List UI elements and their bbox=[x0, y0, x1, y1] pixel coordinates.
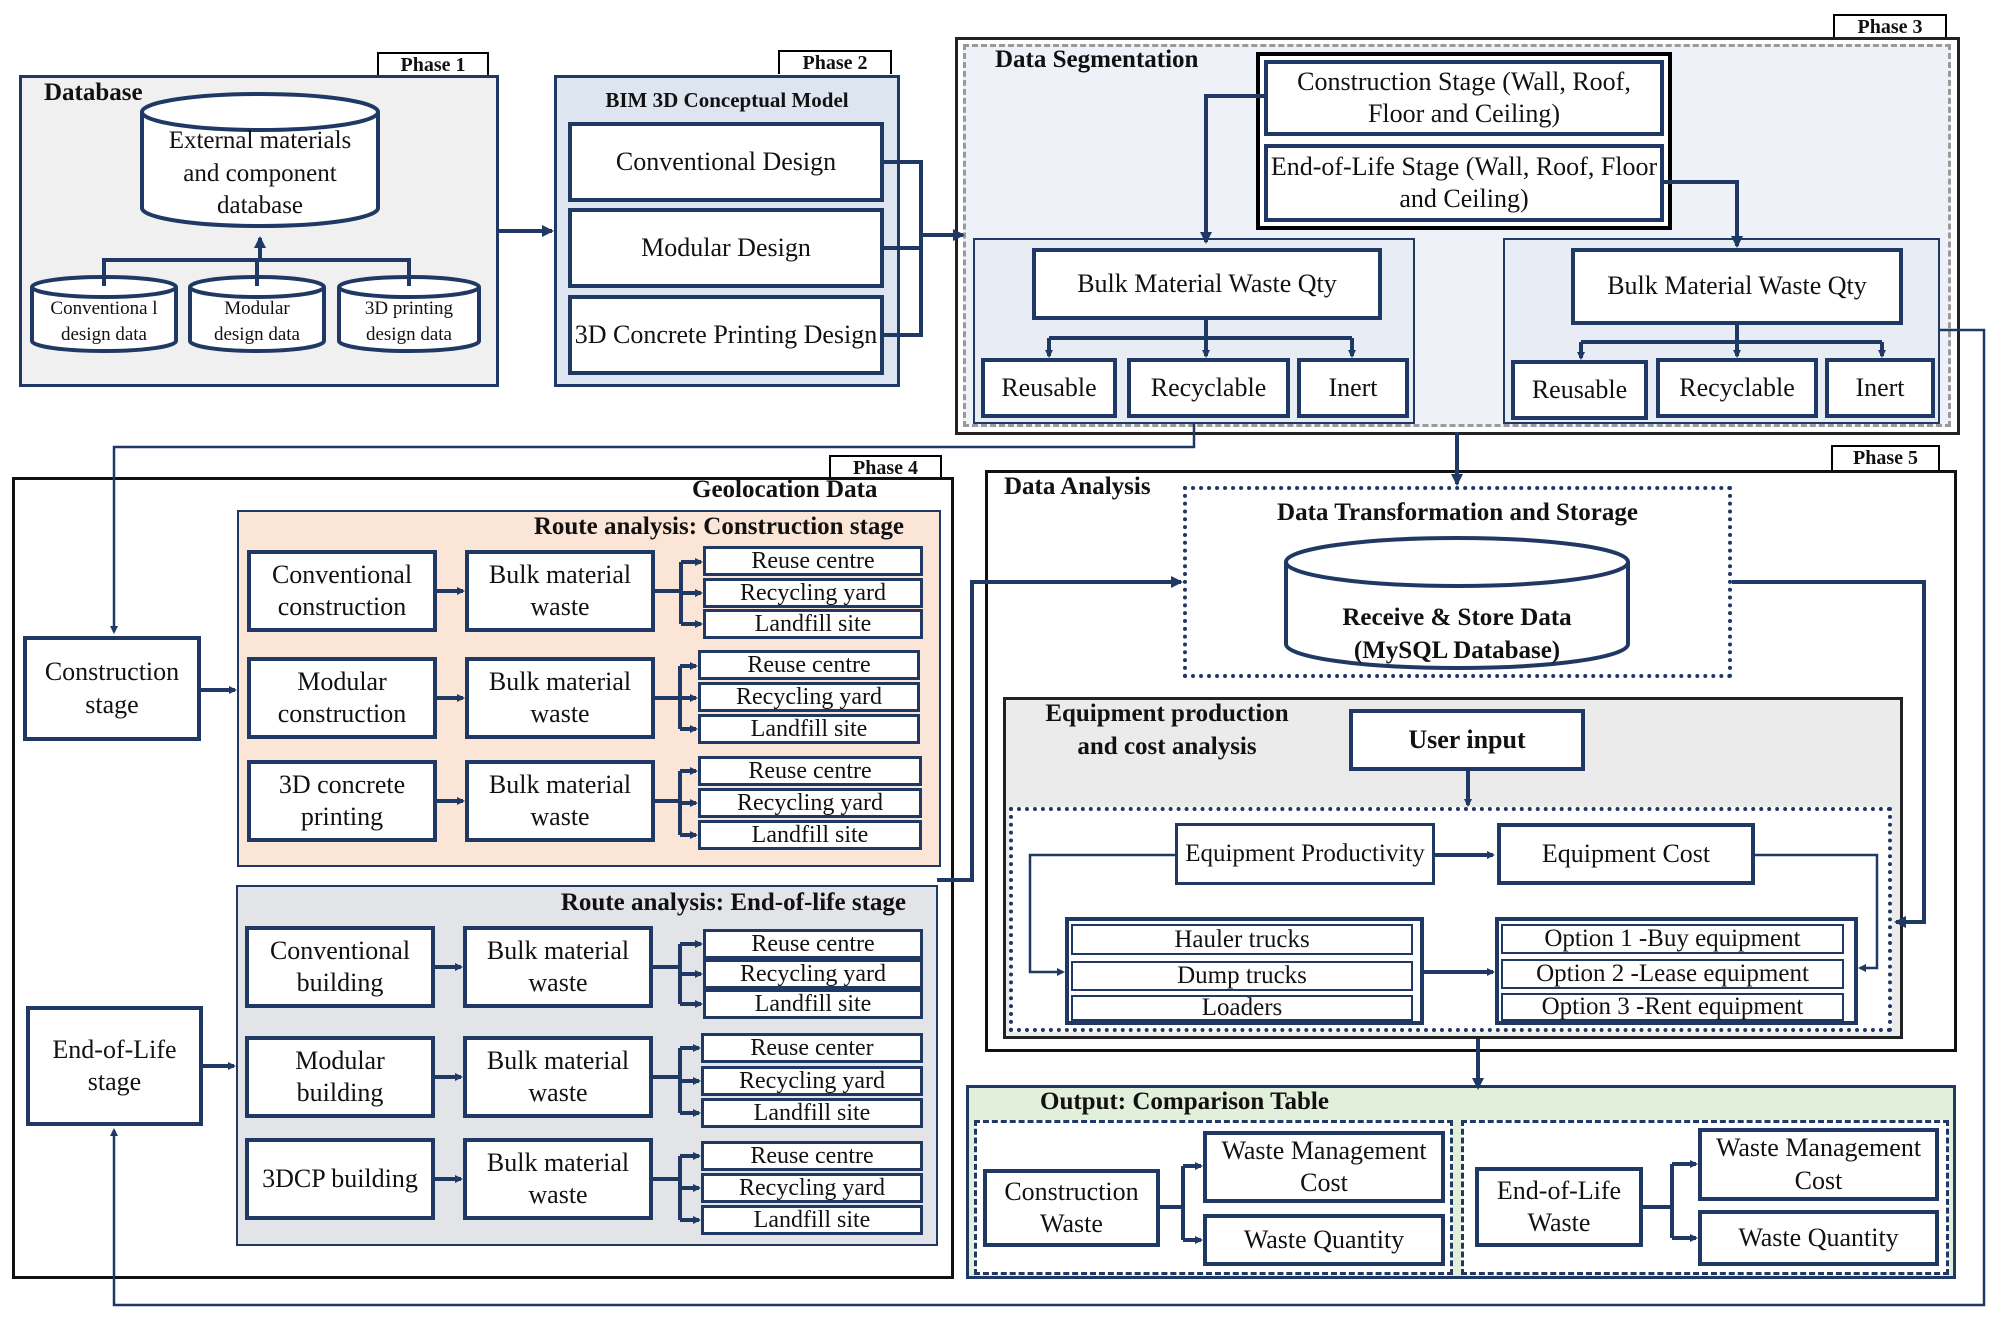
recyclable-eol-box: Recyclable bbox=[1656, 358, 1818, 418]
eol-reuse-1-box: Reuse centre bbox=[703, 929, 923, 959]
construction-reuse-2-box: Reuse centre bbox=[698, 650, 920, 680]
bulk-waste-qty-construction-box: Bulk Material Waste Qty bbox=[1032, 248, 1382, 320]
user-input-box: User input bbox=[1349, 709, 1585, 771]
modular-construction-box: Modular construction bbox=[247, 657, 437, 739]
equipment-productivity-box: Equipment Productivity bbox=[1175, 823, 1435, 885]
construction-bulk-waste-2-box: Bulk material waste bbox=[465, 657, 655, 739]
eol-bulk-waste-1-box: Bulk material waste bbox=[463, 926, 653, 1008]
mysql-database-label: Receive & Store Data (MySQL Database) bbox=[1342, 604, 1572, 664]
construction-stage-box: Construction stage bbox=[23, 636, 201, 741]
bulk-waste-qty-eol-box: Bulk Material Waste Qty bbox=[1571, 248, 1903, 325]
construction-reuse-1-box: Reuse centre bbox=[703, 546, 923, 576]
end-of-life-stage-box: End-of-Life stage bbox=[26, 1006, 203, 1126]
3d-printing-design-data-label: 3D printing design data bbox=[364, 298, 454, 345]
segmentation-title: Data Segmentation bbox=[995, 46, 1199, 73]
equipment-cost-box: Equipment Cost bbox=[1497, 823, 1755, 885]
eol-route-title: Route analysis: End-of-life stage bbox=[560, 889, 906, 916]
option-rent-box: Option 3 -Rent equipment bbox=[1501, 993, 1844, 1021]
phase-1-tag: Phase 1 bbox=[377, 52, 489, 76]
construction-landfill-3-box: Landfill site bbox=[698, 820, 922, 850]
construction-route-title: Route analysis: Construction stage bbox=[533, 513, 904, 540]
eol-waste-quantity-box: Waste Quantity bbox=[1698, 1210, 1939, 1266]
eol-reuse-3-box: Reuse centre bbox=[701, 1141, 923, 1171]
external-database-label: External materials and component databas… bbox=[168, 127, 352, 219]
modular-design-data-label: Modular design data bbox=[213, 298, 300, 345]
output-title: Output: Comparison Table bbox=[1040, 1088, 1329, 1115]
construction-recycle-2-box: Recycling yard bbox=[698, 682, 920, 712]
construction-landfill-2-box: Landfill site bbox=[698, 714, 920, 744]
construction-bulk-waste-1-box: Bulk material waste bbox=[465, 550, 655, 632]
bim-title: BIM 3D Conceptual Model bbox=[605, 88, 849, 112]
option-lease-box: Option 2 -Lease equipment bbox=[1501, 959, 1844, 989]
construction-reuse-3-box: Reuse centre bbox=[698, 756, 922, 786]
phase-2-tag: Phase 2 bbox=[778, 50, 892, 74]
inert-eol-box: Inert bbox=[1825, 358, 1935, 418]
eol-landfill-1-box: Landfill site bbox=[703, 989, 923, 1019]
conventional-construction-box: Conventional construction bbox=[247, 550, 437, 632]
database-title: Database bbox=[44, 79, 143, 106]
3dcp-building-box: 3DCP building bbox=[245, 1138, 435, 1220]
modular-design-box: Modular Design bbox=[568, 208, 884, 288]
construction-waste-quantity-box: Waste Quantity bbox=[1203, 1214, 1445, 1266]
3d-concrete-printing-design-box: 3D Concrete Printing Design bbox=[568, 295, 884, 375]
reusable-construction-box: Reusable bbox=[981, 358, 1117, 418]
loaders-box: Loaders bbox=[1071, 994, 1413, 1021]
eol-recycle-2-box: Recycling yard bbox=[701, 1066, 923, 1096]
recyclable-construction-box: Recyclable bbox=[1127, 358, 1290, 418]
inert-construction-box: Inert bbox=[1297, 358, 1409, 418]
option-buy-box: Option 1 -Buy equipment bbox=[1501, 924, 1844, 954]
construction-waste-mgmt-cost-box: Waste Management Cost bbox=[1203, 1131, 1445, 1203]
construction-recycle-3-box: Recycling yard bbox=[698, 788, 922, 818]
hauler-trucks-box: Hauler trucks bbox=[1071, 924, 1413, 955]
3d-concrete-printing-box: 3D concrete printing bbox=[247, 760, 437, 842]
construction-waste-box: Construction Waste bbox=[983, 1169, 1160, 1247]
eol-bulk-waste-3-box: Bulk material waste bbox=[463, 1138, 653, 1220]
end-of-life-stage-segment-box: End-of-Life Stage (Wall, Roof, Floor and… bbox=[1264, 144, 1664, 222]
phase-3-tag: Phase 3 bbox=[1833, 14, 1947, 38]
construction-stage-segment-box: Construction Stage (Wall, Roof, Floor an… bbox=[1264, 60, 1664, 136]
conventional-design-data-label: Conventiona l design data bbox=[50, 298, 158, 345]
conventional-building-box: Conventional building bbox=[245, 926, 435, 1008]
equipment-title: Equipment production and cost analysis bbox=[1045, 700, 1289, 760]
dump-trucks-box: Dump trucks bbox=[1071, 961, 1413, 991]
reusable-eol-box: Reusable bbox=[1511, 360, 1648, 420]
analysis-title: Data Analysis bbox=[1004, 473, 1151, 500]
geolocation-title: Geolocation Data bbox=[692, 476, 878, 503]
construction-landfill-1-box: Landfill site bbox=[703, 609, 923, 639]
eol-landfill-3-box: Landfill site bbox=[701, 1205, 923, 1235]
eol-recycle-3-box: Recycling yard bbox=[701, 1173, 923, 1203]
eol-recycle-1-box: Recycling yard bbox=[703, 959, 923, 989]
eol-reuse-2-box: Reuse center bbox=[701, 1033, 923, 1063]
construction-recycle-1-box: Recycling yard bbox=[703, 578, 923, 608]
modular-building-box: Modular building bbox=[245, 1036, 435, 1118]
conventional-design-box: Conventional Design bbox=[568, 122, 884, 202]
construction-bulk-waste-3-box: Bulk material waste bbox=[465, 760, 655, 842]
end-of-life-waste-box: End-of-Life Waste bbox=[1475, 1167, 1643, 1247]
eol-waste-mgmt-cost-box: Waste Management Cost bbox=[1698, 1128, 1939, 1201]
phase-5-tag: Phase 5 bbox=[1831, 445, 1940, 470]
transform-storage-title: Data Transformation and Storage bbox=[1277, 499, 1638, 526]
eol-bulk-waste-2-box: Bulk material waste bbox=[463, 1036, 653, 1118]
eol-landfill-2-box: Landfill site bbox=[701, 1098, 923, 1128]
